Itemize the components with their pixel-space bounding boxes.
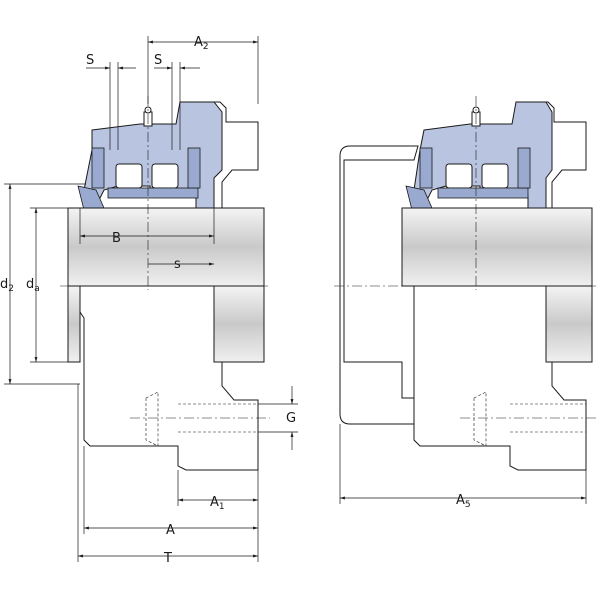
label-S-left: S [86, 53, 94, 68]
shaft-left [67, 207, 265, 287]
roller-right-b [481, 163, 509, 189]
roller-left-b [151, 163, 179, 189]
bolt-head-right [473, 391, 487, 447]
inner-ring-left [107, 187, 199, 199]
inner-ring-right [437, 187, 529, 199]
shaft-lower-right-left [213, 285, 265, 363]
label-S-right: S [154, 53, 162, 68]
label-A5: A5 [456, 493, 471, 510]
label-B: B [112, 231, 121, 246]
bolt-head-left [145, 391, 159, 447]
roller-right-a [445, 163, 473, 189]
label-T: T [163, 551, 172, 566]
roller-left-a [115, 163, 143, 189]
seal-right-b [517, 147, 531, 189]
label-da: da [26, 277, 40, 294]
label-A1: A1 [210, 495, 225, 512]
label-d2: d2 [0, 277, 14, 294]
right-view [334, 96, 596, 471]
dimensions-left: A2 S S B s d2 da G [0, 35, 298, 566]
label-A2: A2 [194, 35, 209, 52]
shaft-right [401, 207, 593, 287]
shaft-lower-stub-left [67, 285, 81, 363]
seal-right-a [419, 147, 433, 189]
seal-left-b [187, 147, 201, 189]
label-G: G [286, 411, 296, 426]
end-cover-right [339, 145, 419, 425]
shaft-lower-right [545, 285, 593, 363]
dimensions-right: A5 [339, 424, 587, 510]
seal-left-a [91, 147, 105, 189]
left-view [60, 96, 270, 471]
label-s: s [174, 257, 181, 272]
label-A: A [166, 523, 175, 538]
